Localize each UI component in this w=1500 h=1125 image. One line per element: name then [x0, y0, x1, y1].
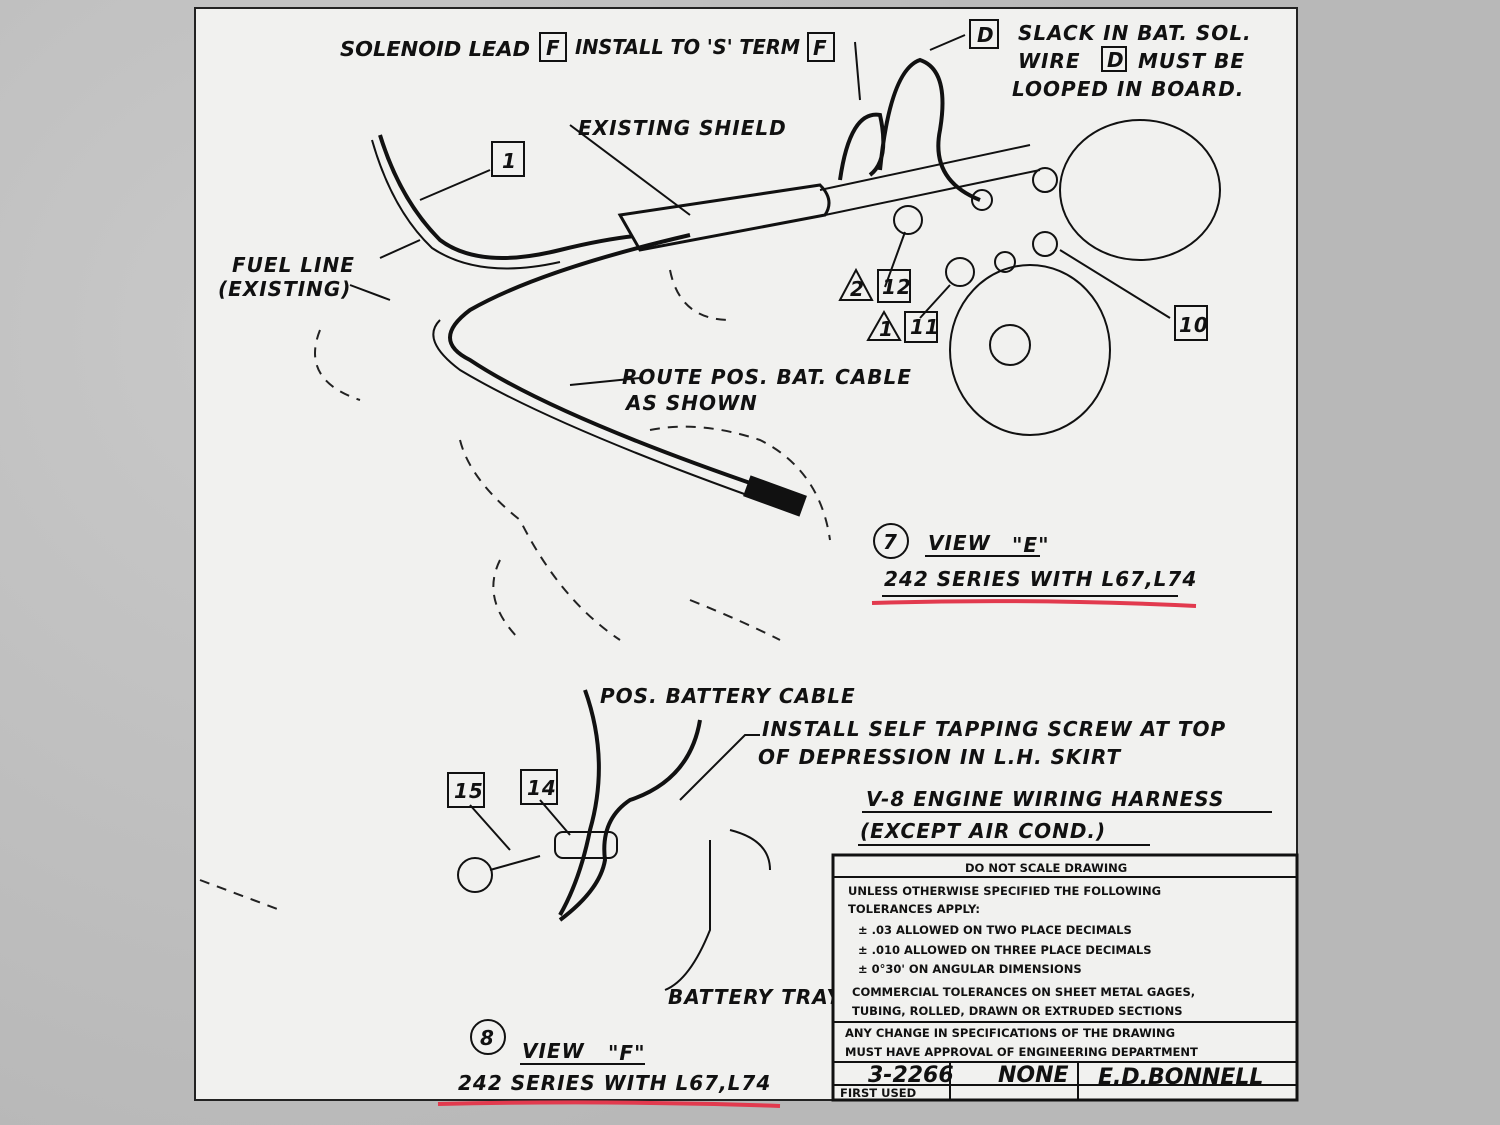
view-f-label: VIEW	[522, 1039, 585, 1063]
view-e: SOLENOID LEAD F INSTALL TO 'S' TERM F D …	[218, 19, 1252, 641]
label-pos-battery-cable: POS. BATTERY CABLE	[600, 684, 856, 708]
change-note-1: ANY CHANGE IN SPECIFICATIONS OF THE DRAW…	[845, 1026, 1175, 1040]
view-e-label: VIEW	[928, 531, 991, 555]
callout-15: 15	[454, 779, 484, 803]
nut-12	[893, 205, 923, 235]
nut-11	[945, 257, 975, 287]
starter-motor	[949, 264, 1111, 436]
battery-cable-f	[558, 689, 601, 916]
title-block: DO NOT SCALE DRAWING UNLESS OTHERWISE SP…	[831, 853, 1299, 1102]
tolerance-line: ± .010 ALLOWED ON THREE PLACE DECIMALS	[858, 943, 1152, 957]
callout-f: F	[546, 36, 561, 60]
label-battery-tray: BATTERY TRAY	[668, 985, 843, 1009]
label-solenoid-lead: SOLENOID LEAD	[340, 37, 530, 61]
tolerance-line: TUBING, ROLLED, DRAWN OR EXTRUDED SECTIO…	[852, 1004, 1183, 1018]
view-number-7: 7	[883, 530, 898, 554]
red-underline-view-f	[437, 1100, 781, 1108]
label-route-2: AS SHOWN	[624, 391, 758, 415]
label-slack-1: SLACK IN BAT. SOL.	[1018, 21, 1252, 45]
label-existing-shield: EXISTING SHIELD	[578, 116, 787, 140]
callout-f-2: F	[813, 36, 828, 60]
drawn-by: E.D.BONNELL	[1098, 1065, 1263, 1090]
view-number-8: 8	[480, 1026, 495, 1050]
label-slack-2b: MUST BE	[1138, 49, 1245, 73]
nut-10	[1032, 231, 1058, 257]
label-install-screw-1: INSTALL SELF TAPPING SCREW AT TOP	[762, 717, 1226, 741]
view-f-letter: "F"	[608, 1041, 646, 1065]
view-f: POS. BATTERY CABLE INSTALL SELF TAPPING …	[199, 684, 1272, 1108]
clip-14	[554, 831, 618, 859]
label-install-to: INSTALL TO 'S' TERM	[575, 35, 800, 59]
view-e-series: 242 SERIES WITH L67,L74	[884, 567, 1197, 591]
callout-d-2: D	[1107, 48, 1125, 72]
screw-15	[457, 857, 493, 893]
positive-battery-cable	[448, 233, 801, 502]
callout-10: 10	[1179, 313, 1209, 337]
first-used-label: FIRST USED	[840, 1086, 916, 1100]
label-fuel-line-existing: (EXISTING)	[218, 277, 351, 301]
callout-14: 14	[527, 776, 557, 800]
do-not-scale-header: DO NOT SCALE DRAWING	[965, 861, 1127, 875]
callout-1: 1	[502, 149, 517, 173]
triangle-note-2: 2	[850, 277, 865, 301]
label-slack-2a: WIRE	[1018, 49, 1081, 73]
tolerance-line: UNLESS OTHERWISE SPECIFIED THE FOLLOWING	[848, 884, 1161, 898]
label-route-1: ROUTE POS. BAT. CABLE	[622, 365, 912, 389]
triangle-note-1: 1	[879, 317, 894, 341]
callout-d: D	[977, 23, 995, 47]
tolerance-line: COMMERCIAL TOLERANCES ON SHEET METAL GAG…	[852, 985, 1195, 999]
tolerance-line: TOLERANCES APPLY:	[848, 902, 980, 916]
label-harness-1: V-8 ENGINE WIRING HARNESS	[866, 787, 1224, 811]
label-install-screw-2: OF DEPRESSION IN L.H. SKIRT	[758, 745, 1121, 769]
scale-value: NONE	[998, 1063, 1069, 1088]
label-harness-2: (EXCEPT AIR COND.)	[860, 819, 1106, 843]
red-underline-view-e	[871, 599, 1197, 608]
change-note-2: MUST HAVE APPROVAL OF ENGINEERING DEPART…	[845, 1045, 1198, 1059]
callout-12: 12	[882, 275, 912, 299]
view-e-letter: "E"	[1012, 533, 1050, 557]
drawing-number: 3-2266	[868, 1063, 954, 1088]
label-slack-3: LOOPED IN BOARD.	[1012, 77, 1244, 101]
view-f-series: 242 SERIES WITH L67,L74	[458, 1071, 771, 1095]
callout-11: 11	[910, 315, 940, 339]
tolerance-line: ± 0°30' ON ANGULAR DIMENSIONS	[858, 962, 1082, 976]
label-fuel-line: FUEL LINE	[232, 253, 355, 277]
starter-solenoid	[1059, 119, 1221, 261]
tolerance-line: ± .03 ALLOWED ON TWO PLACE DECIMALS	[858, 923, 1132, 937]
